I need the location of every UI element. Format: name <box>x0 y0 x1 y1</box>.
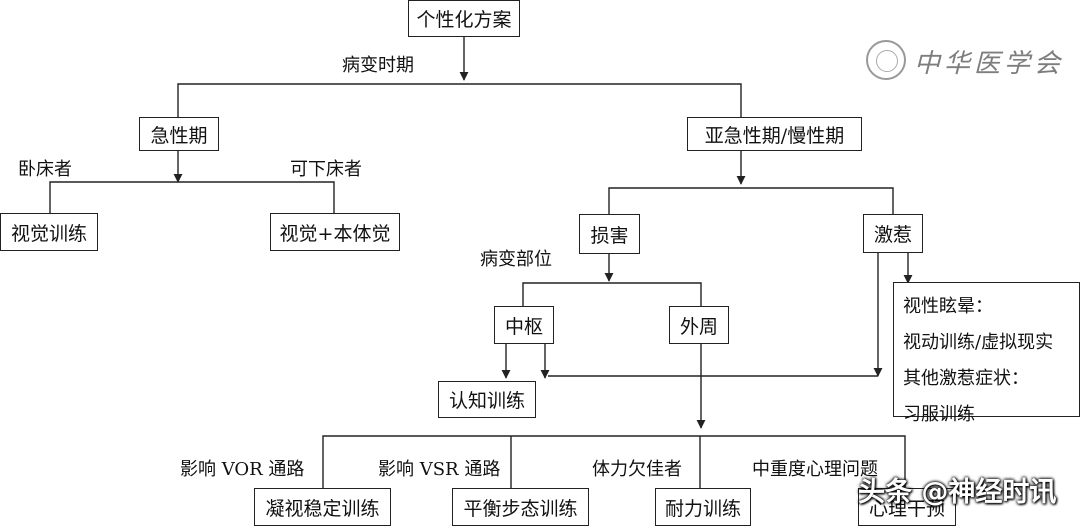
gaze-stability-node: 凝视稳定训练 <box>254 488 391 526</box>
provoke-detail-line: 视性眩晕： <box>903 296 993 317</box>
damage-node: 损害 <box>579 214 640 254</box>
provoke-detail-line: 视动训练/虚拟现实 <box>903 332 1054 353</box>
label-disease-period: 病变时期 <box>342 55 414 76</box>
connector <box>177 83 742 118</box>
cognitive-training-node: 认知训练 <box>438 381 536 418</box>
subacute-node: 亚急性期/慢性期 <box>687 117 862 151</box>
label-psych-problem: 中重度心理问题 <box>752 459 878 480</box>
acute-node: 急性期 <box>139 117 219 151</box>
label-bedridden: 卧床者 <box>18 159 72 180</box>
root-node: 个性化方案 <box>408 0 520 37</box>
endurance-node: 耐力训练 <box>655 488 751 526</box>
provoke-detail-line: 习服训练 <box>903 404 975 425</box>
balance-gait-node: 平衡步态训练 <box>452 488 589 526</box>
label-vor: 影响 VOR 通路 <box>180 459 305 480</box>
central-node: 中枢 <box>494 306 554 344</box>
label-poor-fitness: 体力欠佳者 <box>592 459 682 480</box>
connector <box>608 187 894 215</box>
psych-node: 心理干预 <box>858 488 956 526</box>
visual-proprio-node: 视觉+本体觉 <box>270 213 400 251</box>
provoke-node: 激惹 <box>863 214 923 253</box>
label-lesion-site: 病变部位 <box>480 249 552 270</box>
peripheral-node: 外周 <box>669 306 729 344</box>
label-ambulatory: 可下床者 <box>290 159 362 180</box>
visual-training-node: 视觉训练 <box>0 213 98 251</box>
connector <box>322 435 906 489</box>
provoke-detail-line: 其他激惹症状： <box>903 368 1029 389</box>
source-credit: 头条 @神经时讯 <box>858 477 1057 508</box>
label-vsr: 影响 VSR 通路 <box>378 459 501 480</box>
connector <box>522 282 702 307</box>
connector <box>49 181 335 214</box>
watermark-text: 中华医学会 <box>914 49 1065 79</box>
watermark-seal-icon <box>866 40 906 80</box>
provoke-detail-box: 视性眩晕： 视动训练/虚拟现实 其他激惹症状： 习服训练 <box>893 282 1080 425</box>
